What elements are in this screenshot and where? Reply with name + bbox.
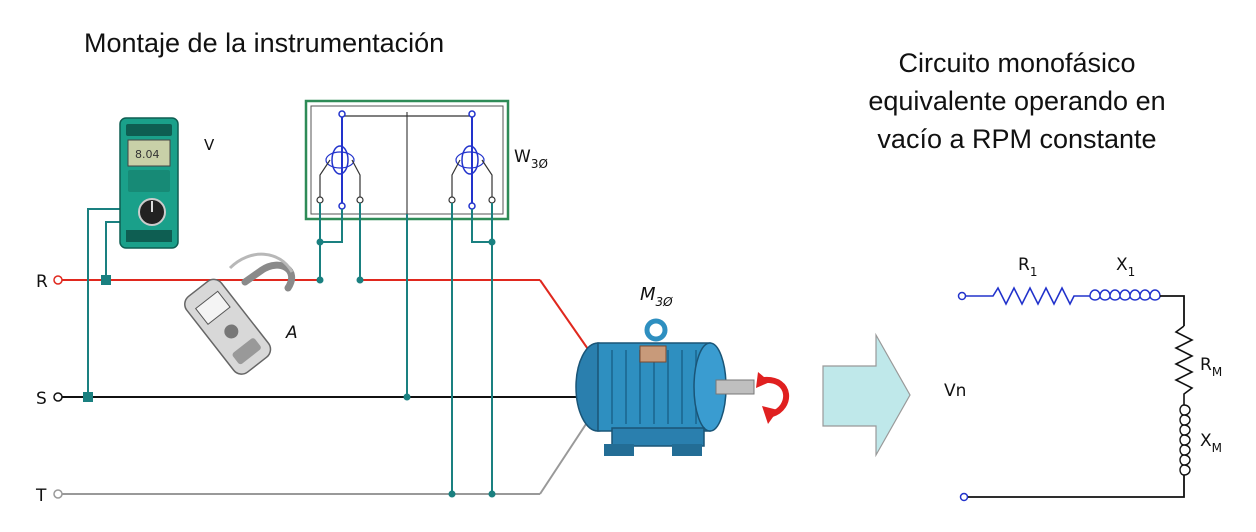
right-title-line-1: Circuito monofásico xyxy=(898,48,1136,78)
wire-bottom xyxy=(968,475,1185,498)
right-title-line-2: equivalente operando en xyxy=(868,86,1166,116)
label-xm: XM xyxy=(1200,431,1222,455)
label-line-s: S xyxy=(36,389,47,409)
left-title: Montaje de la instrumentación xyxy=(84,28,445,58)
terminal-s xyxy=(53,392,63,402)
inductor-xm xyxy=(1179,404,1191,476)
resistor-r1 xyxy=(966,286,1090,306)
terminal-r xyxy=(53,275,63,285)
three-phase-motor-icon xyxy=(575,318,755,456)
clamp-ammeter-icon xyxy=(184,252,296,375)
label-wattmeter: W3Ø xyxy=(514,147,548,171)
terminal-bottom xyxy=(959,492,969,502)
right-arrow-icon xyxy=(822,332,911,458)
label-rm: RM xyxy=(1200,355,1222,379)
label-line-t: T xyxy=(35,486,47,506)
wire-junctions xyxy=(316,238,496,498)
multimeter-icon: 8.04 xyxy=(119,117,179,249)
wattmeter-wiring xyxy=(319,203,493,494)
junction-s-voltmeter xyxy=(83,392,93,402)
line-t-to-motor xyxy=(539,417,591,495)
terminal-top xyxy=(957,291,967,301)
label-vn: Vn xyxy=(944,381,966,401)
label-r1: R1 xyxy=(1018,255,1037,279)
equivalent-circuit: R1 X1 RM XM Vn xyxy=(944,255,1222,502)
supply-lines: R S T xyxy=(35,272,591,506)
line-r-to-motor xyxy=(539,279,591,353)
rotation-arrow-icon xyxy=(756,372,790,424)
label-x1: X1 xyxy=(1116,255,1135,279)
wire-top-right xyxy=(1160,295,1185,326)
right-title-line-3: vacío a RPM constante xyxy=(877,124,1157,154)
label-voltmeter: V xyxy=(204,136,215,154)
three-phase-wattmeter-icon xyxy=(304,99,510,221)
inductor-x1 xyxy=(1089,289,1161,301)
resistor-rm xyxy=(1174,325,1194,405)
label-line-r: R xyxy=(36,272,48,292)
label-motor: M3Ø xyxy=(640,284,673,309)
svg-text:8.04: 8.04 xyxy=(135,148,160,161)
right-title: Circuito monofásico equivalente operando… xyxy=(838,44,1196,158)
terminal-t xyxy=(53,489,63,499)
junction-r-voltmeter xyxy=(101,275,111,285)
label-ammeter: A xyxy=(285,323,298,343)
